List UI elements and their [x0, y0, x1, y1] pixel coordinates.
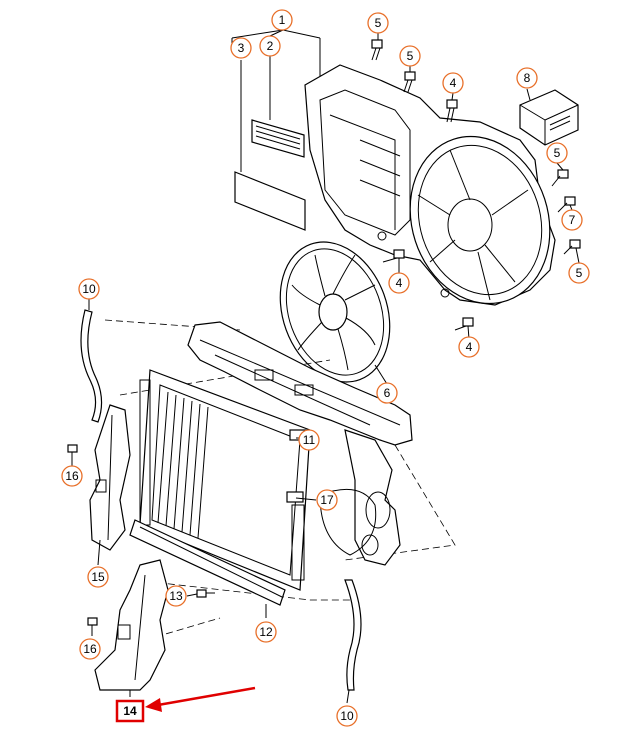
callout-4: 4	[388, 272, 410, 294]
callout-circle	[561, 209, 583, 231]
callout-label: 13	[169, 589, 183, 603]
callout-label: 5	[576, 266, 583, 280]
radiator-fins	[157, 391, 209, 539]
right-side-carrier	[319, 429, 401, 566]
callout-label: 1	[279, 13, 286, 27]
callout-11: 11	[298, 429, 320, 451]
callout-circle	[165, 585, 187, 607]
callout-circle	[78, 278, 100, 300]
callout-circle	[442, 72, 464, 94]
highlight-arrow	[145, 686, 256, 712]
callout-label: 10	[340, 709, 354, 723]
callout-circle	[336, 705, 358, 727]
callout-circle	[61, 465, 83, 487]
callout-circle	[546, 142, 568, 164]
callout-circle	[230, 37, 252, 59]
callout-5: 5	[568, 262, 590, 284]
callout-circle	[259, 35, 281, 57]
screws	[67, 444, 215, 635]
callout-4: 4	[458, 336, 480, 358]
hose-10-lower	[344, 579, 362, 691]
callout-8: 8	[516, 67, 538, 89]
callout-circle	[87, 566, 109, 588]
callout-label: 10	[82, 282, 96, 296]
callout-label: 7	[569, 213, 576, 227]
callout-circle	[255, 621, 277, 643]
callout-label: 8	[524, 71, 531, 85]
bolt-5-c	[551, 169, 569, 187]
callout-10: 10	[78, 278, 100, 300]
callout-label: 4	[450, 76, 457, 90]
callout-circle	[516, 67, 538, 89]
callout-2: 2	[259, 35, 281, 57]
callout-label: 16	[83, 642, 97, 656]
bolt-4-c	[454, 317, 474, 331]
lock-carrier	[187, 321, 413, 446]
foam-strip-2	[251, 119, 305, 158]
callout-12: 12	[255, 621, 277, 643]
callout-label: 16	[65, 469, 79, 483]
callout-highlight-box	[115, 699, 145, 723]
control-module-8	[519, 89, 579, 146]
screw-13	[196, 589, 215, 598]
callout-label: 5	[554, 146, 561, 160]
callout-label: 4	[396, 276, 403, 290]
callout-17: 17	[316, 489, 338, 511]
callout-circle	[298, 429, 320, 451]
callout-15: 15	[87, 566, 109, 588]
radiator	[139, 369, 317, 591]
callout-circle	[367, 12, 389, 34]
fan-6	[279, 241, 391, 383]
callout-label: 2	[267, 39, 274, 53]
callout-layer: 12 3 5 5 4 8 5 7 5 4 4 6 10 11 16 17 15 13 12 16 10 14	[61, 9, 590, 727]
callout-label: 3	[238, 41, 245, 55]
callout-10: 10	[336, 705, 358, 727]
foam-strip-3	[234, 171, 306, 231]
callout-7: 7	[561, 209, 583, 231]
callout-label: 5	[407, 49, 414, 63]
bolt-5-d	[563, 239, 581, 255]
callout-1: 1	[271, 9, 293, 31]
callout-label: 17	[320, 493, 334, 507]
callout-16: 16	[61, 465, 83, 487]
callout-13: 13	[165, 585, 187, 607]
callout-label: 6	[384, 386, 391, 400]
screw-16-lower	[87, 617, 98, 635]
hose-10-upper	[80, 309, 103, 423]
bolts	[371, 39, 581, 331]
callout-5: 5	[546, 142, 568, 164]
shroud-fan-ring	[409, 135, 551, 305]
callout-16: 16	[79, 638, 101, 660]
callout-circle	[568, 262, 590, 284]
bottom-seal-12	[129, 519, 286, 606]
callout-circle	[388, 272, 410, 294]
bolt-5-b	[403, 71, 416, 93]
callout-circle	[376, 382, 398, 404]
callout-circle	[271, 9, 293, 31]
callout-circle	[316, 489, 338, 511]
callout-circle	[399, 45, 421, 67]
callout-label: 4	[466, 340, 473, 354]
air-deflector-15	[89, 404, 131, 551]
callout-14: 14	[115, 699, 145, 723]
callout-4: 4	[442, 72, 464, 94]
callout-label: 12	[259, 625, 273, 639]
callout-label: 15	[91, 570, 105, 584]
callout-circle	[458, 336, 480, 358]
callout-circle	[79, 638, 101, 660]
callout-label: 5	[375, 16, 382, 30]
bolt-5-a	[371, 39, 383, 61]
callout-5: 5	[367, 12, 389, 34]
callout-5: 5	[399, 45, 421, 67]
callout-6: 6	[376, 382, 398, 404]
callout-label: 14	[123, 704, 137, 718]
callout-3: 3	[230, 37, 252, 59]
screw-16-upper	[67, 444, 78, 462]
callout-label: 11	[303, 433, 316, 447]
